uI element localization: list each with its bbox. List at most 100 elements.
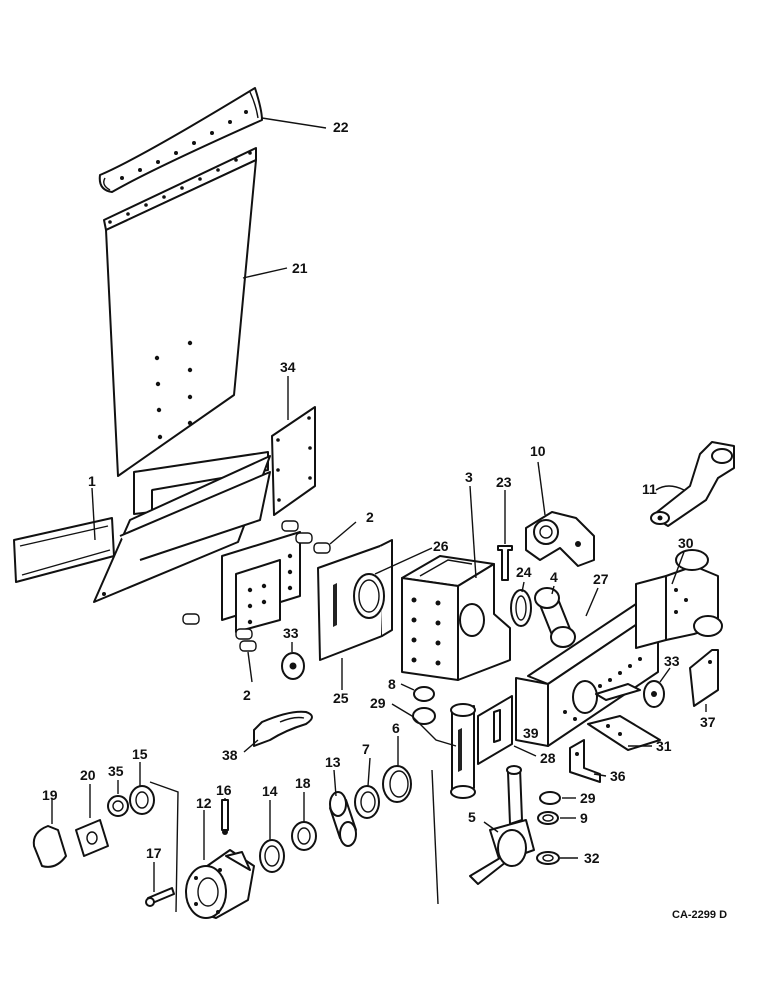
leader-1 <box>91 487 96 541</box>
callout-19: 19 <box>42 787 58 803</box>
callout-11: 11 <box>642 481 657 497</box>
callout-9: 9 <box>580 810 588 826</box>
part-16-stud <box>221 799 229 835</box>
part-19-cap <box>32 825 67 868</box>
part-14-race <box>259 839 285 873</box>
leader-27 <box>585 587 599 617</box>
leader-28 <box>513 745 537 757</box>
leader-10 <box>537 461 546 516</box>
callout-10: 10 <box>530 443 546 459</box>
part-5-spindle <box>469 765 535 885</box>
part-33-washer-right <box>643 680 665 708</box>
leader-30 <box>671 551 685 585</box>
callout-39: 39 <box>523 725 539 741</box>
callout-8: 8 <box>388 676 396 692</box>
leader-2b <box>247 651 253 683</box>
part-17-bolt <box>145 887 175 907</box>
callout-3: 3 <box>465 469 473 485</box>
leader-24 <box>521 581 525 593</box>
part-13-seal <box>329 791 357 847</box>
part-12-hub <box>185 849 255 919</box>
part-38-clip <box>253 710 313 747</box>
callout-33-left: 33 <box>283 625 299 641</box>
callout-33-right: 33 <box>664 653 680 669</box>
callout-31: 31 <box>656 738 672 754</box>
leader-29a <box>391 703 457 747</box>
part-20-flange <box>75 819 109 857</box>
part-9-washer <box>537 811 559 825</box>
part-25-side-plate <box>317 539 393 661</box>
callout-16: 16 <box>216 782 232 798</box>
callout-7: 7 <box>362 741 370 757</box>
leader-38 <box>243 739 259 753</box>
callout-12: 12 <box>196 795 212 811</box>
leader-2a <box>329 521 357 545</box>
callout-22: 22 <box>333 119 349 135</box>
part-24-ring <box>510 589 532 627</box>
callout-28: 28 <box>540 750 556 766</box>
part-29-washer-left <box>412 707 436 725</box>
callout-1: 1 <box>88 473 96 489</box>
callout-18: 18 <box>295 775 311 791</box>
callout-15: 15 <box>132 746 148 762</box>
part-10-clamp <box>525 511 595 567</box>
part-22-top-strip <box>98 87 263 193</box>
callout-24: 24 <box>516 564 532 580</box>
callout-20: 20 <box>80 767 96 783</box>
part-23-pin <box>497 545 513 581</box>
part-15-bearing <box>129 785 155 815</box>
callout-17: 17 <box>146 845 162 861</box>
leader-26 <box>374 547 433 575</box>
leader-8 <box>400 683 415 691</box>
callout-29-right: 29 <box>580 790 596 806</box>
leader-11 <box>655 485 685 491</box>
part-6-race <box>382 765 412 803</box>
drawing-code: CA-2299 D <box>672 909 727 921</box>
leader-36 <box>593 773 607 777</box>
part-36-plate <box>569 739 601 783</box>
part-34-plate <box>271 406 316 516</box>
part-32-washer <box>536 851 560 865</box>
callout-34: 34 <box>280 359 296 375</box>
leader-22 <box>261 117 327 129</box>
callout-27: 27 <box>593 571 609 587</box>
part-21-panel <box>103 147 257 477</box>
part-2-bushings <box>182 520 331 652</box>
part-30-end-bracket <box>635 549 723 649</box>
callout-2-lower: 2 <box>243 687 251 703</box>
leader-5-shaft <box>431 769 439 905</box>
leader-13 <box>333 769 337 797</box>
leader-3 <box>469 485 477 579</box>
callout-37: 37 <box>700 714 716 730</box>
part-35-nut <box>107 795 129 817</box>
callout-30: 30 <box>678 535 694 551</box>
part-29-washer-right <box>539 791 561 805</box>
leader-5 <box>483 821 499 833</box>
callout-29-left: 29 <box>370 695 386 711</box>
part-33-washer-left <box>281 652 305 680</box>
callout-2-upper: 2 <box>366 509 374 525</box>
callout-21: 21 <box>292 260 308 276</box>
leader-7 <box>367 757 371 787</box>
part-37-bracket <box>689 649 719 707</box>
callout-35: 35 <box>108 763 124 779</box>
callout-4: 4 <box>550 569 558 585</box>
callout-38: 38 <box>222 747 238 763</box>
callout-6: 6 <box>392 720 400 736</box>
part-1-bracket <box>13 451 301 633</box>
callout-25: 25 <box>333 690 349 706</box>
part-4-bushing <box>534 587 576 648</box>
callout-32: 32 <box>584 850 600 866</box>
part-3-block <box>401 555 511 681</box>
part-7-bearing <box>354 785 380 819</box>
leader-4 <box>551 585 555 595</box>
callout-5: 5 <box>468 809 476 825</box>
leader-33b <box>659 667 671 683</box>
part-28-spindle-support <box>450 695 513 799</box>
part-27-axle-beam <box>515 603 659 747</box>
leader-hub-axis <box>149 781 179 913</box>
callout-23: 23 <box>496 474 512 490</box>
part-31-plate <box>587 683 661 751</box>
part-8-seal <box>413 686 435 702</box>
